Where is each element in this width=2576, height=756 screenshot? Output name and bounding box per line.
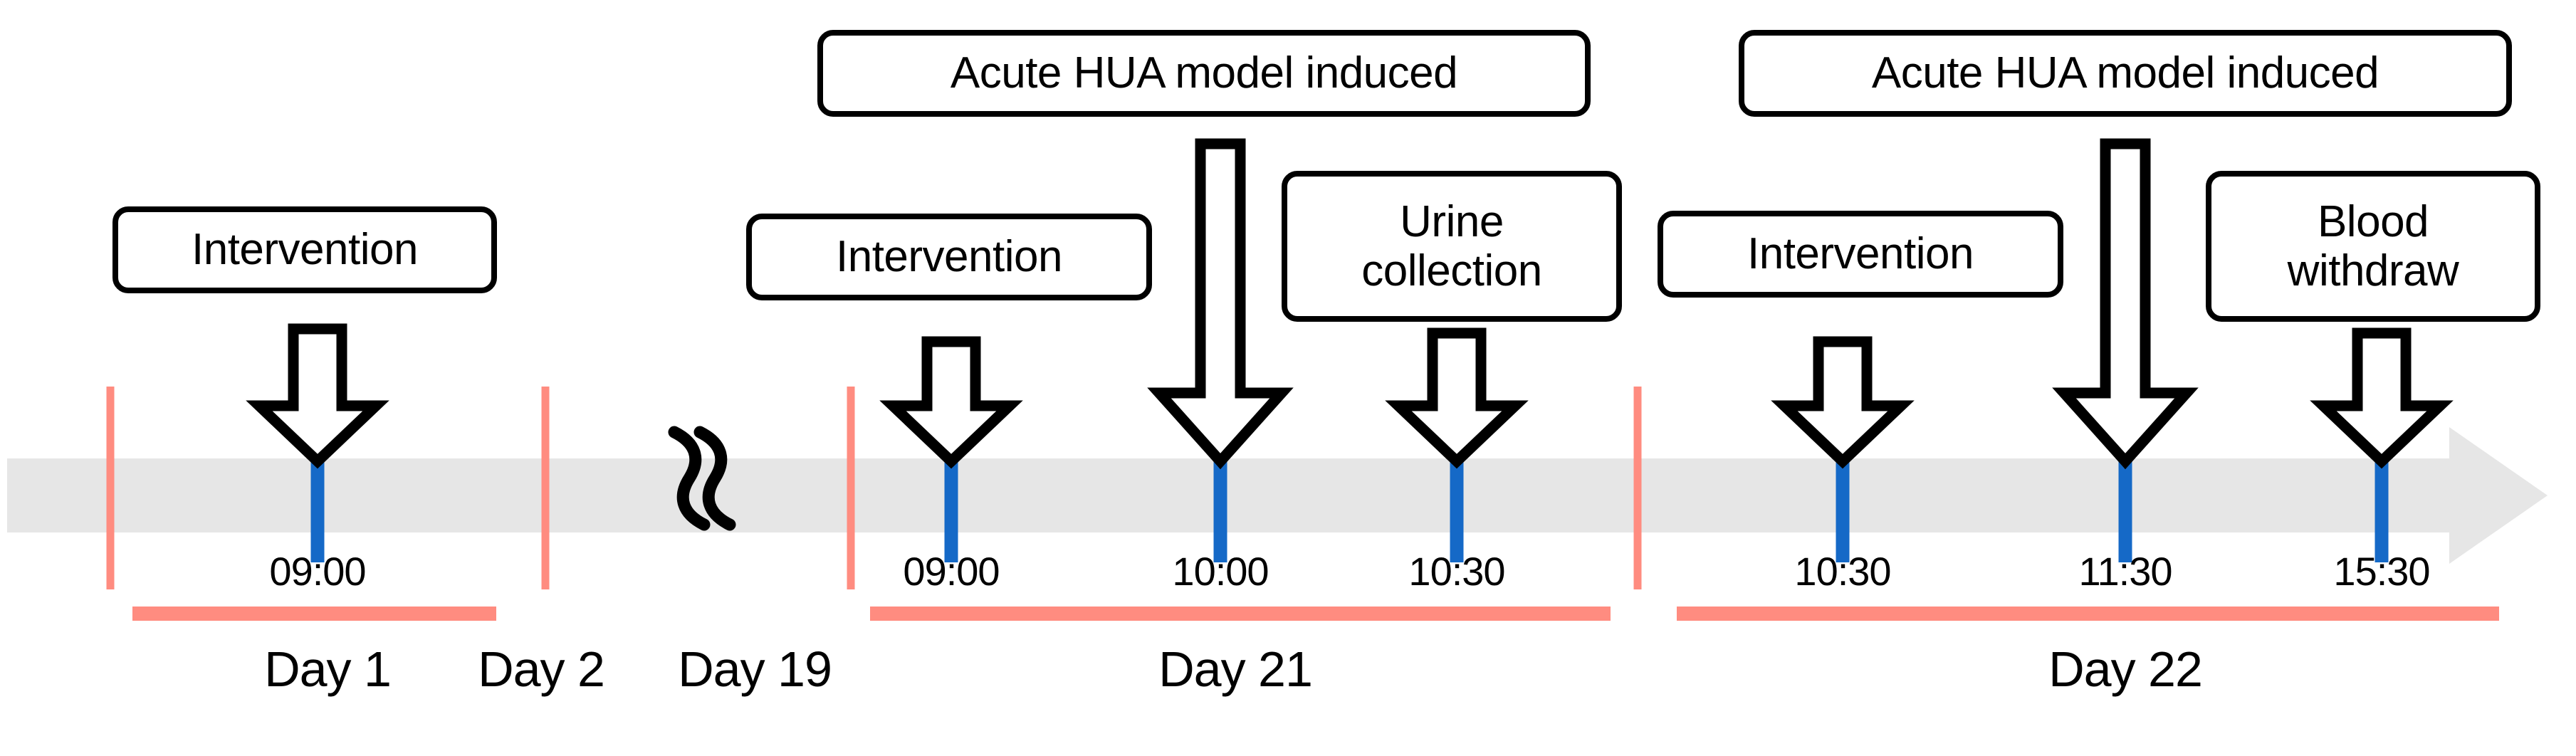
- time-tick-marks: [310, 458, 2389, 562]
- time-label-day21-0900: 09:00: [903, 549, 1000, 594]
- time-label-day21-1030: 10:30: [1408, 549, 1505, 594]
- arrow-urine-day21: [1385, 327, 1529, 469]
- box-hua-day22[interactable]: Acute HUA model induced: [1739, 30, 2512, 117]
- time-label-day22-1130: 11:30: [2078, 549, 2173, 594]
- timeline-break-icon: [668, 426, 736, 531]
- timeline-bar: [7, 427, 2548, 564]
- day-label-day-19: Day 19: [678, 641, 832, 697]
- time-label-day1-0900: 09:00: [269, 549, 366, 594]
- time-label-day21-1000: 10:00: [1172, 549, 1269, 594]
- box-hua-day21[interactable]: Acute HUA model induced: [817, 30, 1591, 117]
- arrow-blood-day22: [2310, 327, 2454, 469]
- arrow-hua-day21: [1147, 138, 1294, 470]
- time-label-day22-1530: 15:30: [2333, 549, 2430, 594]
- day-label-day-21: Day 21: [1158, 641, 1313, 697]
- box-blood-day22[interactable]: Blood withdraw: [2206, 171, 2540, 322]
- box-urine-day21[interactable]: Urine collection: [1282, 171, 1622, 322]
- day-label-day-1: Day 1: [264, 641, 392, 697]
- arrow-intervention-day21: [879, 336, 1023, 469]
- arrow-intervention-day22: [1771, 336, 1915, 469]
- box-intervention-day1[interactable]: Intervention: [112, 206, 497, 293]
- arrow-intervention-day1: [246, 323, 389, 469]
- box-intervention-day21[interactable]: Intervention: [746, 214, 1152, 300]
- time-label-day22-1030: 10:30: [1794, 549, 1891, 594]
- event-pointer-arrows: [246, 323, 2454, 469]
- day-label-day-22: Day 22: [2048, 641, 2203, 697]
- box-intervention-day22[interactable]: Intervention: [1658, 211, 2063, 298]
- day-label-day-2: Day 2: [478, 641, 605, 697]
- arrow-hua-day22: [2052, 138, 2199, 470]
